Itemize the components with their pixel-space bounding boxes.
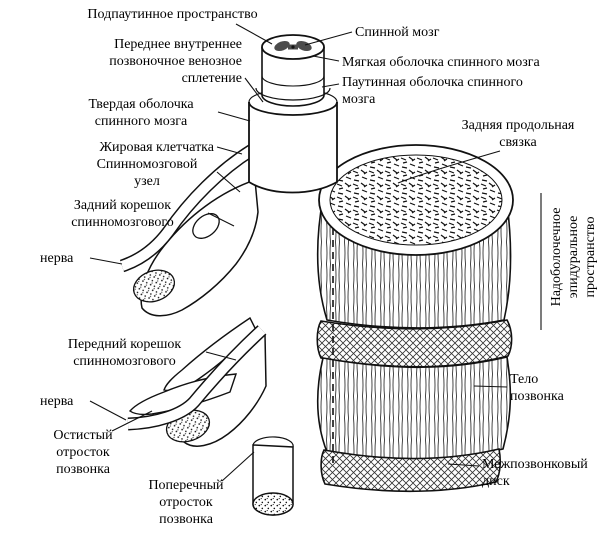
leader-fatty-tissue bbox=[216, 146, 243, 155]
leader-ventral-root bbox=[205, 351, 237, 361]
leader-venous-plexus bbox=[244, 77, 264, 103]
cord-cylinder bbox=[261, 47, 325, 107]
leader-spinal-ganglion bbox=[216, 171, 241, 193]
leader-pia-mater bbox=[312, 55, 340, 62]
leader-intervertebral-disc bbox=[447, 463, 480, 467]
intervertebral-disc-2 bbox=[320, 448, 502, 493]
leader-arachnoid-mater bbox=[321, 83, 340, 88]
label-epidural-space: Надоболочечное эпидуральное пространство bbox=[549, 207, 599, 307]
leader-spinal-cord bbox=[304, 31, 353, 46]
label-anterior-venous-plexus: Переднее внутреннее позвоночное венозное… bbox=[109, 37, 242, 87]
gray-matter-butterfly bbox=[274, 40, 312, 52]
leader-ventral-nerve bbox=[89, 400, 127, 421]
vertebra-top-surface-cancellous bbox=[329, 154, 503, 246]
cut-process-surface-upper bbox=[132, 269, 176, 303]
nerve-roots-drawing bbox=[119, 144, 267, 431]
label-ventral-root: Передний корешок спинномозгового bbox=[67, 337, 182, 370]
vertebral-column-drawing bbox=[316, 144, 514, 493]
leader-lines bbox=[89, 23, 542, 482]
leader-dura-mater bbox=[217, 111, 251, 122]
leader-subarachnoid-space bbox=[235, 23, 273, 45]
dura-front-rim bbox=[248, 101, 338, 116]
label-ventral-root-nerve-word: нерва bbox=[40, 394, 74, 409]
spinal-ganglion-drawing bbox=[192, 213, 220, 239]
pia-ring bbox=[261, 75, 325, 87]
label-arachnoid-mater: Паутинная оболочка спинного мозга bbox=[342, 75, 523, 108]
label-dorsal-root-nerve-word: нерва bbox=[40, 251, 74, 266]
label-subarachnoid-space: Подпаутинное пространство bbox=[87, 7, 258, 22]
label-dura-mater: Твердая оболочка спинного мозга bbox=[88, 97, 194, 130]
leader-transverse-process bbox=[221, 451, 255, 482]
label-vertebral-body: Тело позвонка bbox=[510, 372, 564, 405]
spinal-cord-drawing bbox=[248, 34, 338, 194]
leader-posterior-ligament bbox=[397, 150, 501, 184]
dura-sac bbox=[248, 102, 338, 194]
intervertebral-disc-1 bbox=[316, 319, 513, 368]
label-dorsal-root: Задний корешок спинномозгового bbox=[71, 198, 174, 231]
leader-vertebral-body bbox=[473, 385, 508, 388]
label-intervertebral-disc: Межпозвонковый диск bbox=[482, 457, 588, 490]
label-transverse-process: Поперечный отросток позвонка bbox=[148, 478, 224, 528]
leader-dorsal-root bbox=[207, 212, 235, 227]
vertebral-body-2 bbox=[316, 356, 512, 460]
transverse-process-stump bbox=[252, 436, 294, 516]
arachnoid-flare bbox=[255, 87, 331, 101]
label-spinal-ganglion: Спинномозговой узел bbox=[96, 157, 198, 190]
label-posterior-ligament: Задняя продольная связка bbox=[461, 118, 575, 151]
label-spinal-cord: Спинной мозг bbox=[355, 25, 440, 40]
leader-spinous-process bbox=[111, 410, 153, 432]
label-fatty-tissue: Жировая клетчатка bbox=[99, 140, 214, 155]
leader-dorsal-nerve bbox=[89, 257, 123, 265]
label-spinous-process: Остистый отросток позвонка bbox=[53, 428, 113, 478]
label-pia-mater: Мягкая оболочка спинного мозга bbox=[342, 55, 540, 70]
